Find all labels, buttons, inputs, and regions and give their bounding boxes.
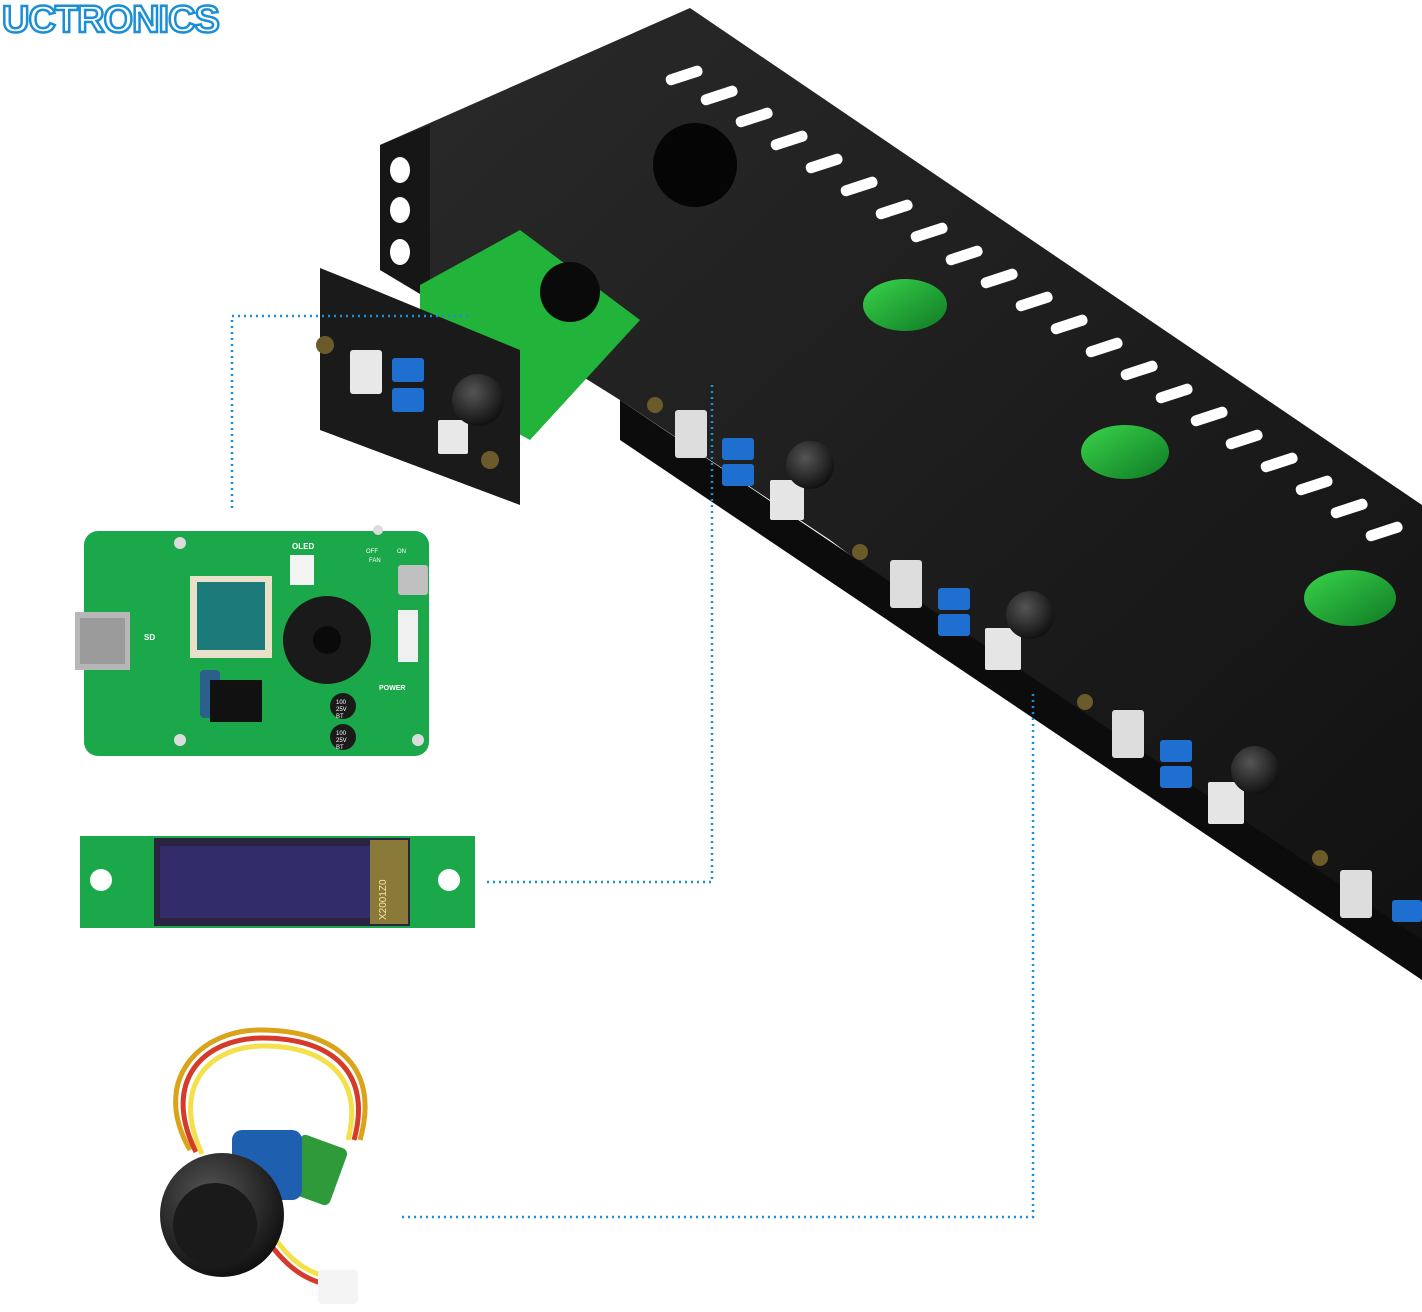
fan-hole [863,279,947,331]
label-on: ON [397,549,406,555]
oled-module [80,836,475,928]
cap1-line3: BT [336,714,344,720]
label-off: OFF [366,549,378,555]
cap2-line2: 25V [336,738,347,744]
uctronics-logo: UCTRONICS [1,0,221,41]
leader-lines [230,314,1035,1219]
power-button-assembly [160,1027,368,1304]
label-power: POWER [379,685,405,692]
cap1-line2: 25V [336,707,347,713]
pulled-tray [316,230,640,505]
oled-flex-text: X2001Z0 [378,879,389,920]
vent-slots [665,65,1403,542]
pcb-board [75,525,429,756]
fan-hole [1304,570,1396,626]
cap2-line1: 100 [336,731,347,737]
fan-hole [1081,425,1169,479]
tray-fronts [647,397,1422,922]
label-oled: OLED [292,542,314,551]
cap1-line1: 100 [336,700,347,706]
cap2-line3: BT [336,745,344,751]
rack-chassis [380,8,1422,980]
label-fan: FAN [369,558,381,564]
label-sd: SD [144,633,155,642]
